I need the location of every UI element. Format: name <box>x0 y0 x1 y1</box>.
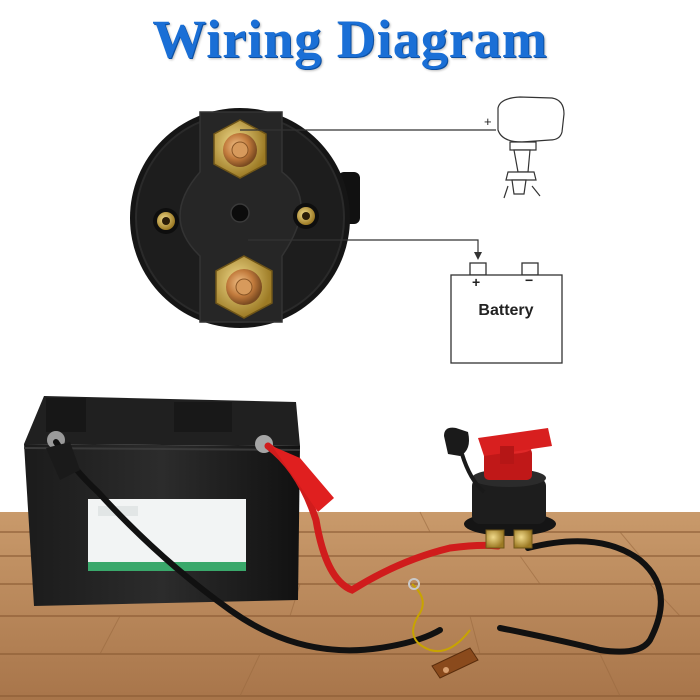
minus-terminal-battery: − <box>525 272 534 288</box>
key <box>478 428 552 464</box>
thin-wire <box>411 583 471 652</box>
outboard-motor-icon <box>497 96 565 199</box>
battery-label: Battery <box>478 302 534 319</box>
output-cable <box>497 538 664 655</box>
battery-symbol <box>450 262 563 364</box>
black-cable <box>53 439 443 654</box>
switch-face <box>130 108 360 328</box>
black-boot <box>46 442 80 480</box>
red-boot <box>272 446 334 512</box>
plus-terminal-battery: + <box>472 274 481 290</box>
arrow-icon <box>474 252 482 260</box>
plus-terminal-motor: + <box>484 114 492 129</box>
ring-terminal <box>431 647 479 679</box>
page-title: Wiring Diagram <box>152 9 548 69</box>
car-battery <box>23 396 301 606</box>
